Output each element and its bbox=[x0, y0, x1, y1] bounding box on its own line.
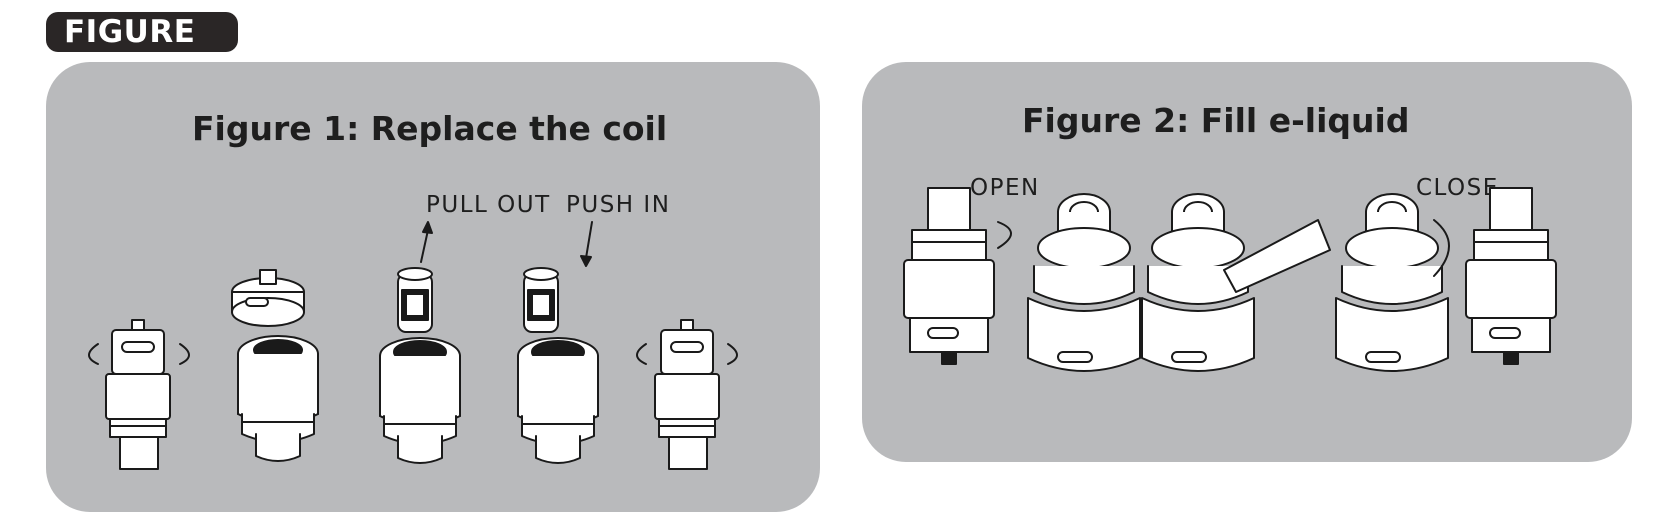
figure-badge: FIGURE bbox=[46, 12, 238, 52]
closed-tank-illustration-right bbox=[1466, 188, 1556, 364]
opening-tank-illustration bbox=[1028, 194, 1140, 371]
assembled-tank-illustration-left bbox=[89, 320, 189, 469]
assembled-tank-illustration-right bbox=[637, 320, 737, 469]
figure-2-title: Figure 2: Fill e-liquid bbox=[1022, 101, 1410, 140]
closed-tank-illustration-left bbox=[904, 188, 1011, 364]
base-push-in-illustration bbox=[518, 222, 598, 463]
filling-tank-illustration bbox=[1142, 194, 1330, 371]
figure-2-panel: Figure 2: Fill e-liquid OPEN CLOSE bbox=[862, 62, 1632, 462]
pull-out-label: PULL OUT bbox=[426, 192, 551, 218]
figure-1-panel: Figure 1: Replace the coil PULL OUT PUSH… bbox=[46, 62, 820, 512]
tank-base-illustration bbox=[232, 270, 318, 461]
base-pull-out-illustration bbox=[380, 222, 460, 463]
close-label: CLOSE bbox=[1416, 175, 1499, 201]
closing-tank-illustration bbox=[1336, 194, 1449, 371]
push-in-label: PUSH IN bbox=[566, 192, 671, 218]
figure-1-title: Figure 1: Replace the coil bbox=[192, 109, 668, 148]
open-label: OPEN bbox=[970, 175, 1040, 201]
